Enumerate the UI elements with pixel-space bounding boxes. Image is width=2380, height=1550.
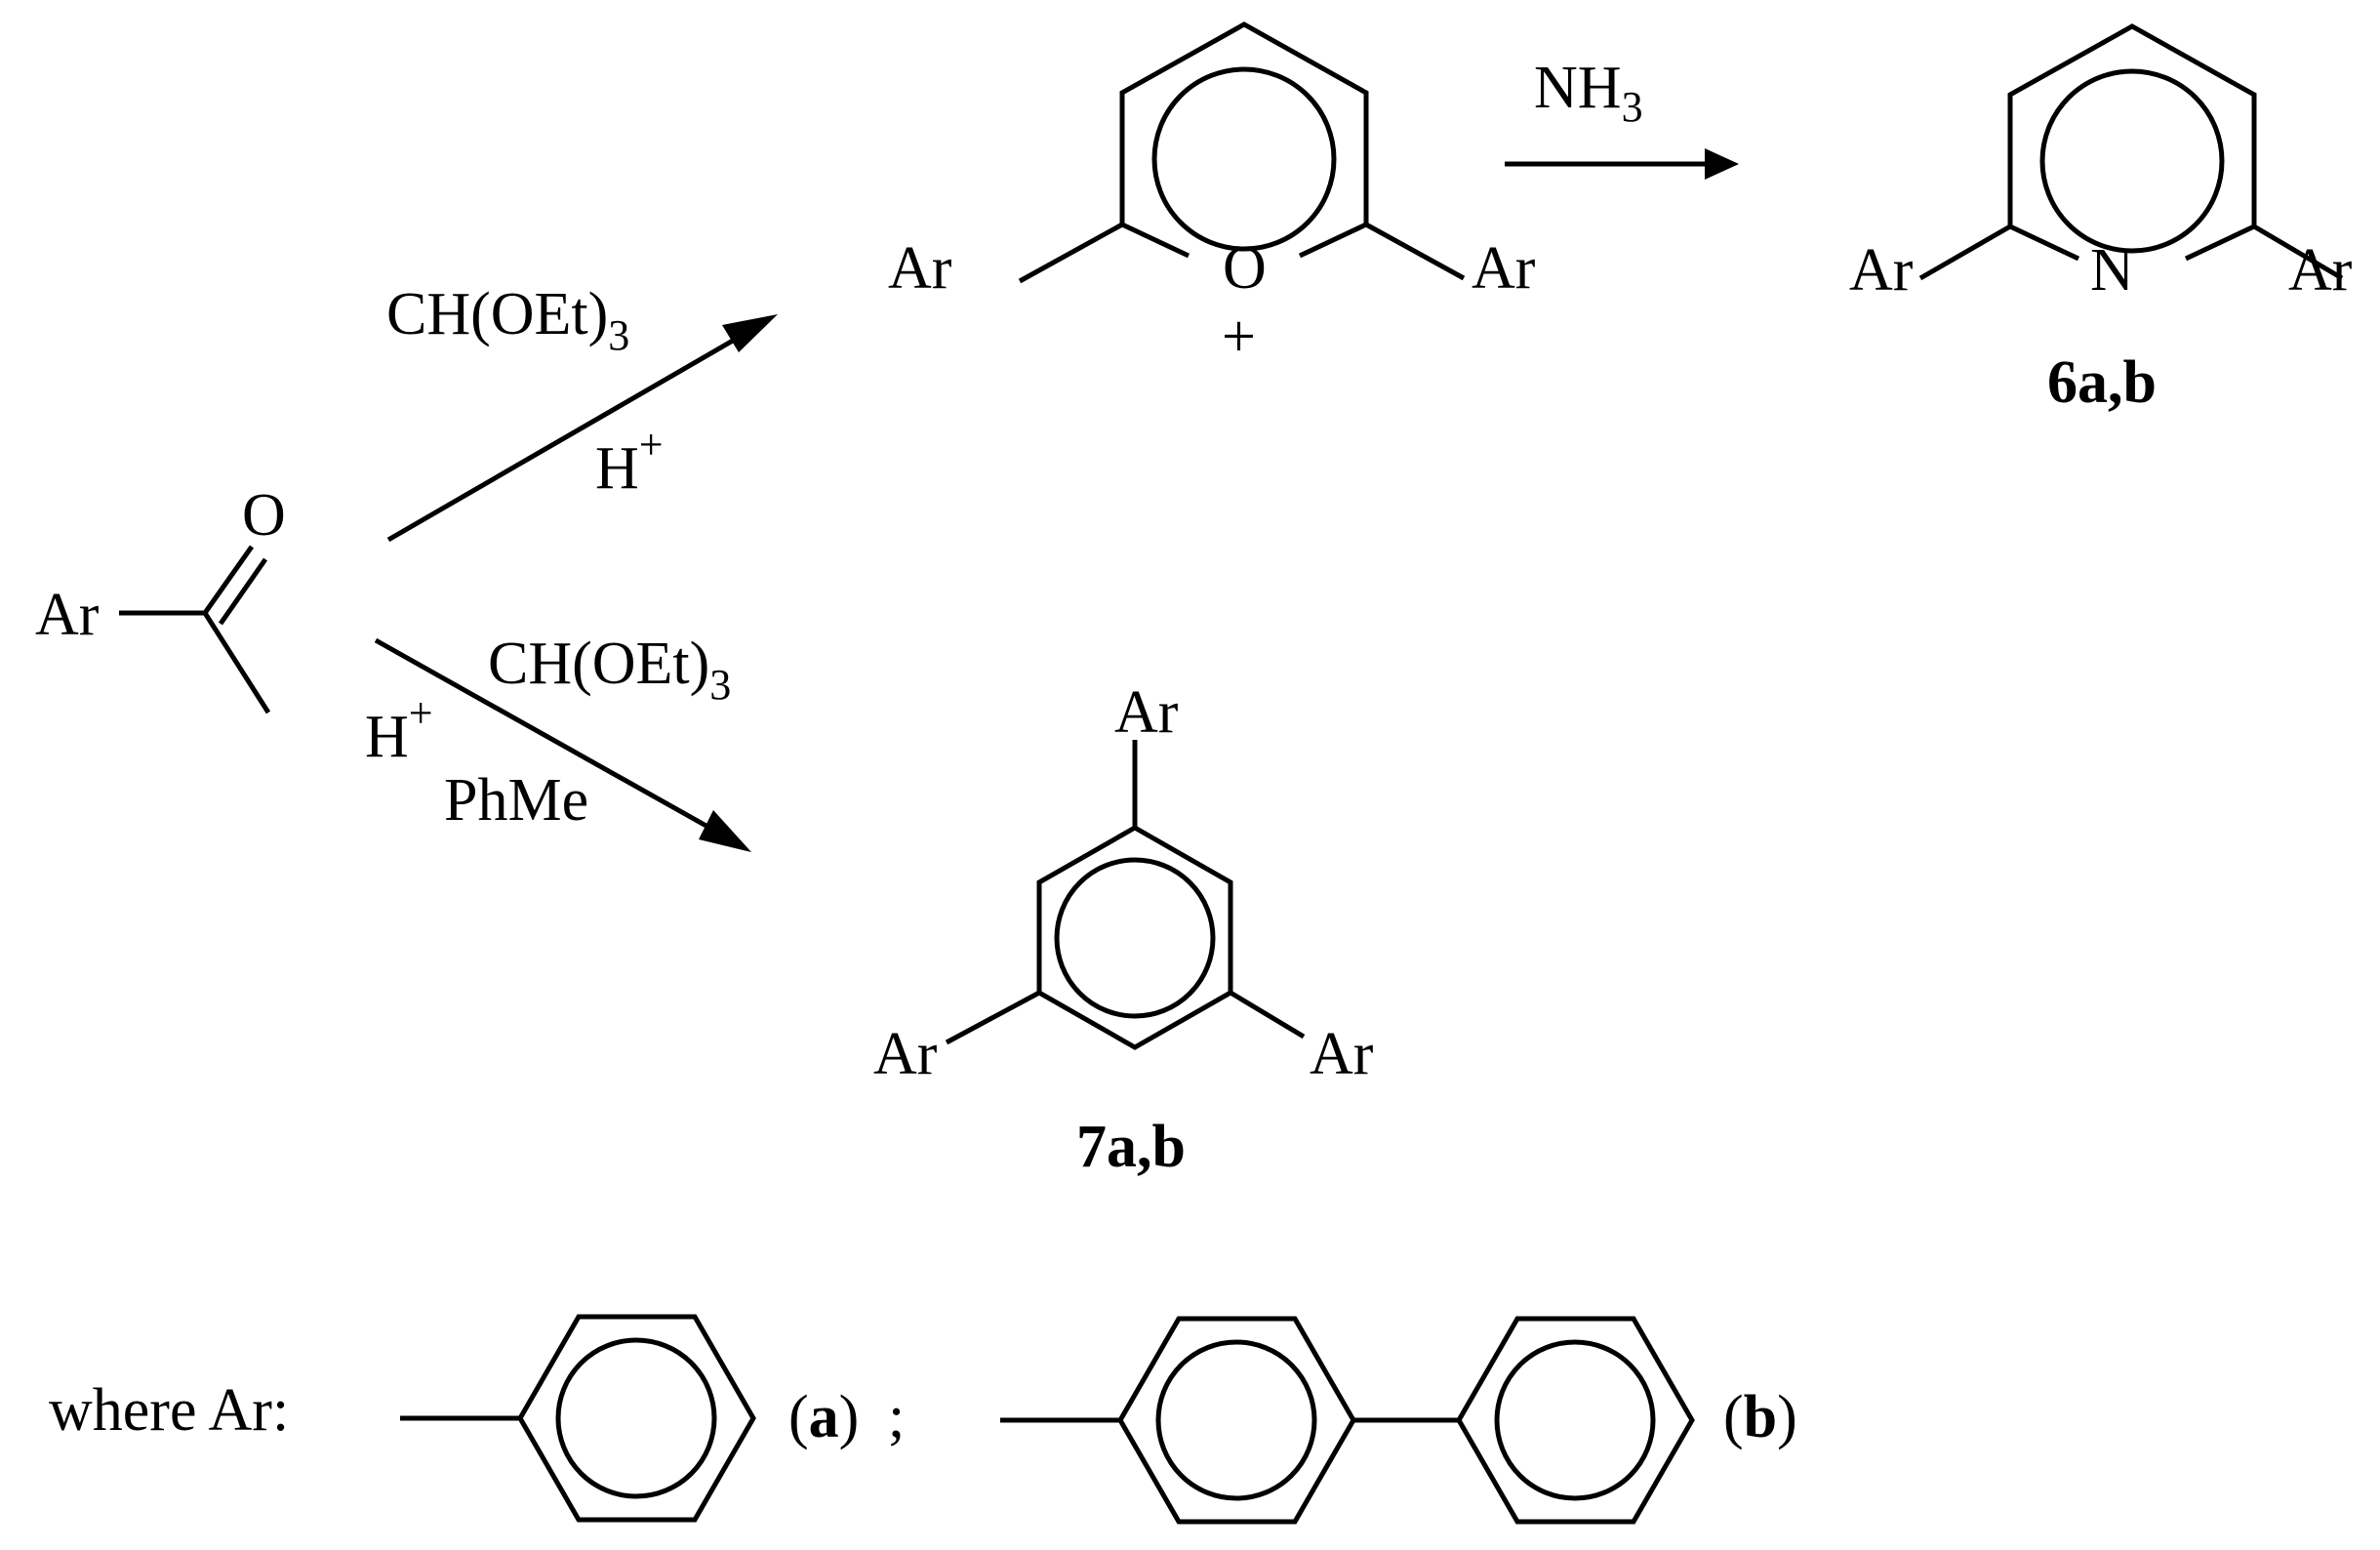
- pyridine-product: N Ar Ar 6a,b: [1849, 23, 2353, 416]
- phenyl-aromatic-circle: [555, 1337, 717, 1499]
- pyridine-nitrogen-label: N: [2090, 237, 2134, 304]
- pyridine-ar-right-label: Ar: [2288, 237, 2353, 304]
- pyrylium-c-o-bond-left: [1120, 222, 1190, 259]
- legend-separator: ;: [888, 1384, 905, 1450]
- legend-prefix: where Ar:: [49, 1377, 289, 1444]
- ar-definition-legend: where Ar: (a) ; (b): [49, 1314, 1797, 1525]
- pyridine-c-n-bond-right: [2184, 224, 2256, 262]
- benzene-ar-bond-left: [945, 990, 1041, 1045]
- legend-option-b: (b): [1723, 1384, 1797, 1450]
- benzene-ar-left-label: Ar: [873, 1021, 938, 1087]
- biphenyl-ring-2: [1456, 1316, 1695, 1525]
- pyrylium-ar-bond-right: [1364, 222, 1466, 281]
- pyrylium-ring-bonds: [1119, 21, 1369, 224]
- pyridine-ar-left-label: Ar: [1849, 237, 1914, 304]
- upper-catalyst-label: H+: [595, 421, 664, 502]
- acetophenone-reactant: Ar O: [35, 482, 286, 714]
- carbonyl-double-bond-1: [202, 545, 255, 615]
- pyridine-c-n-bond-left: [2008, 224, 2080, 262]
- pyridine-ring-bonds: [2007, 23, 2257, 226]
- compound-label-7ab: 7a,b: [1076, 1114, 1186, 1180]
- pyrylium-ar-left-label: Ar: [888, 235, 952, 302]
- benzene-ring: [1036, 825, 1233, 1050]
- carbonyl-double-bond-2: [218, 557, 268, 626]
- pyrylium-oxygen-label: O: [1223, 235, 1267, 302]
- lower-solvent-label: PhMe: [444, 767, 588, 834]
- benzene-aromatic-circle: [1054, 857, 1216, 1019]
- pyridine-ar-bond-left: [1918, 224, 2012, 281]
- biphenyl-ring-1-circle: [1155, 1339, 1317, 1501]
- benzene-ar-top-label: Ar: [1114, 679, 1179, 746]
- biphenyl-ring-1: [1117, 1316, 1356, 1525]
- biphenyl-ring-2-circle: [1494, 1339, 1656, 1501]
- lower-catalyst-label: H+: [365, 689, 433, 770]
- upper-reagent-label: CH(OEt)3: [386, 281, 629, 359]
- legend-option-a: (a): [788, 1384, 859, 1450]
- benzene-ar-right-label: Ar: [1310, 1021, 1374, 1087]
- methyl-bond: [202, 611, 271, 714]
- compound-label-6ab: 6a,b: [2047, 349, 2157, 416]
- ammonia-arrow: [1505, 148, 1739, 180]
- lower-reagent-label: CH(OEt)3: [488, 631, 731, 709]
- triarylbenzene-product: Ar Ar Ar 7a,b: [873, 679, 1374, 1180]
- ammonia-label: NH3: [1534, 55, 1643, 131]
- lower-reaction-arrow: [374, 637, 751, 852]
- benzene-ar-bond-right: [1229, 990, 1306, 1040]
- pyrylium-ar-right-label: Ar: [1472, 235, 1536, 302]
- pyrylium-aromatic-circle: [1151, 66, 1337, 252]
- pyrylium-charge-label: +: [1222, 304, 1256, 370]
- pyrylium-c-o-bond-right: [1298, 222, 1368, 259]
- upper-reaction-arrow: [386, 314, 778, 543]
- pyridine-aromatic-circle: [2039, 68, 2225, 254]
- carbonyl-oxygen-label: O: [242, 482, 286, 549]
- pyridine-ar-bond-right: [2252, 224, 2344, 281]
- phenyl-ring: [517, 1314, 756, 1523]
- pyrylium-cation: O + Ar Ar: [888, 21, 1536, 370]
- reactant-ar-label: Ar: [35, 582, 100, 648]
- pyrylium-ar-bond-left: [1018, 222, 1124, 284]
